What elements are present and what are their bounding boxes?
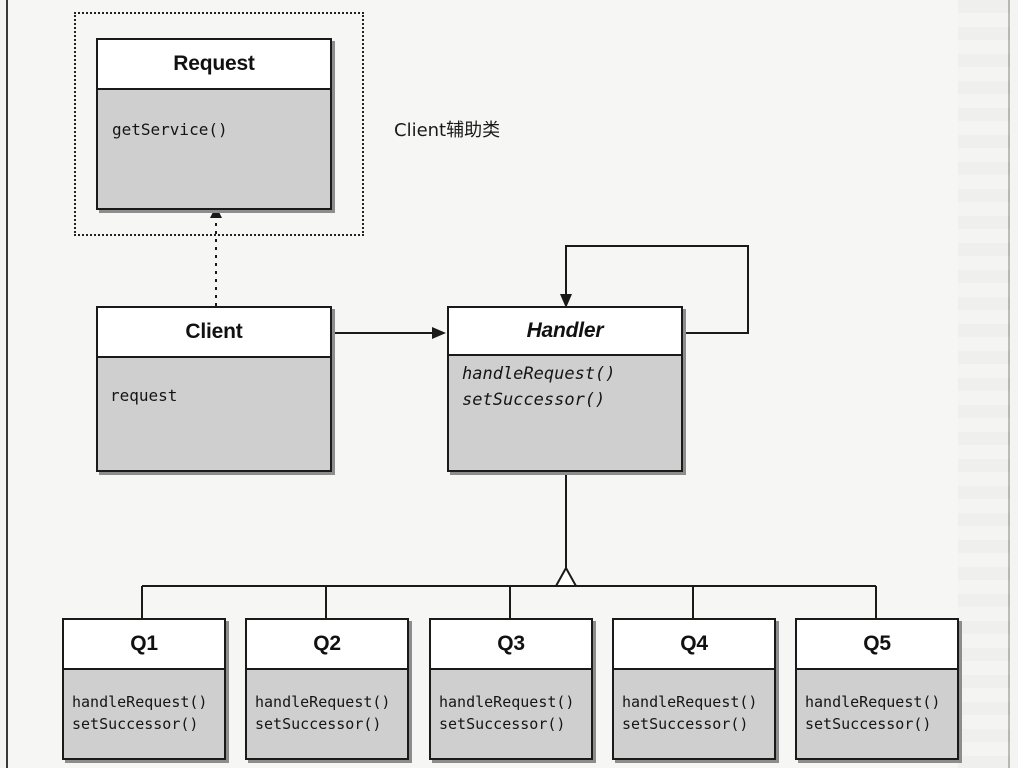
helper-class-note: Client辅助类 [394,120,501,141]
class-name: Q4 [614,620,774,670]
class-operations: handleRequest() setSuccessor() [797,670,957,735]
class-name: Client [98,308,330,358]
operation: setSuccessor() [462,390,606,410]
class-name: Q2 [247,620,407,670]
class-operations: handleRequest() setSuccessor() [247,670,407,735]
helper-class-boundary [74,12,364,236]
operation: handleRequest() [255,693,391,711]
class-operations: handleRequest() setSuccessor() [614,670,774,735]
class-q2: Q2 handleRequest() setSuccessor() [245,618,409,760]
class-operations: handleRequest() setSuccessor() [431,670,591,735]
class-operations: handleRequest() setSuccessor() [64,670,224,735]
successor-self-association [565,245,749,334]
association-arrowhead [432,327,446,339]
class-handler: Handler handleRequest() setSuccessor() [447,306,683,472]
class-name: Q5 [797,620,957,670]
bleed-through-background [958,0,1010,768]
class-name: Q3 [431,620,591,670]
class-attributes: request [98,358,330,408]
operation: handleRequest() [622,693,758,711]
class-request: Request getService() [96,38,332,210]
class-q4: Q4 handleRequest() setSuccessor() [612,618,776,760]
class-operations: handleRequest() setSuccessor() [449,356,681,413]
operation: handleRequest() [72,693,208,711]
operation: setSuccessor() [622,715,749,733]
class-name: Request [98,40,330,90]
class-name: Handler [449,308,681,356]
class-q3: Q3 handleRequest() setSuccessor() [429,618,593,760]
operation: getService() [112,120,228,139]
operation: setSuccessor() [439,715,566,733]
class-operations: getService() [98,90,330,142]
operation: handleRequest() [462,364,616,384]
dependency-arrowhead [210,206,222,218]
operation: handleRequest() [439,693,575,711]
operation: setSuccessor() [255,715,382,733]
inheritance-triangle [554,565,578,587]
operation: handleRequest() [805,693,941,711]
operation: setSuccessor() [805,715,932,733]
attribute: request [110,386,178,405]
class-q1: Q1 handleRequest() setSuccessor() [62,618,226,760]
class-q5: Q5 handleRequest() setSuccessor() [795,618,959,760]
operation: setSuccessor() [72,715,199,733]
successor-arrowhead [560,294,572,308]
class-client: Client request [96,306,332,472]
class-name: Q1 [64,620,224,670]
